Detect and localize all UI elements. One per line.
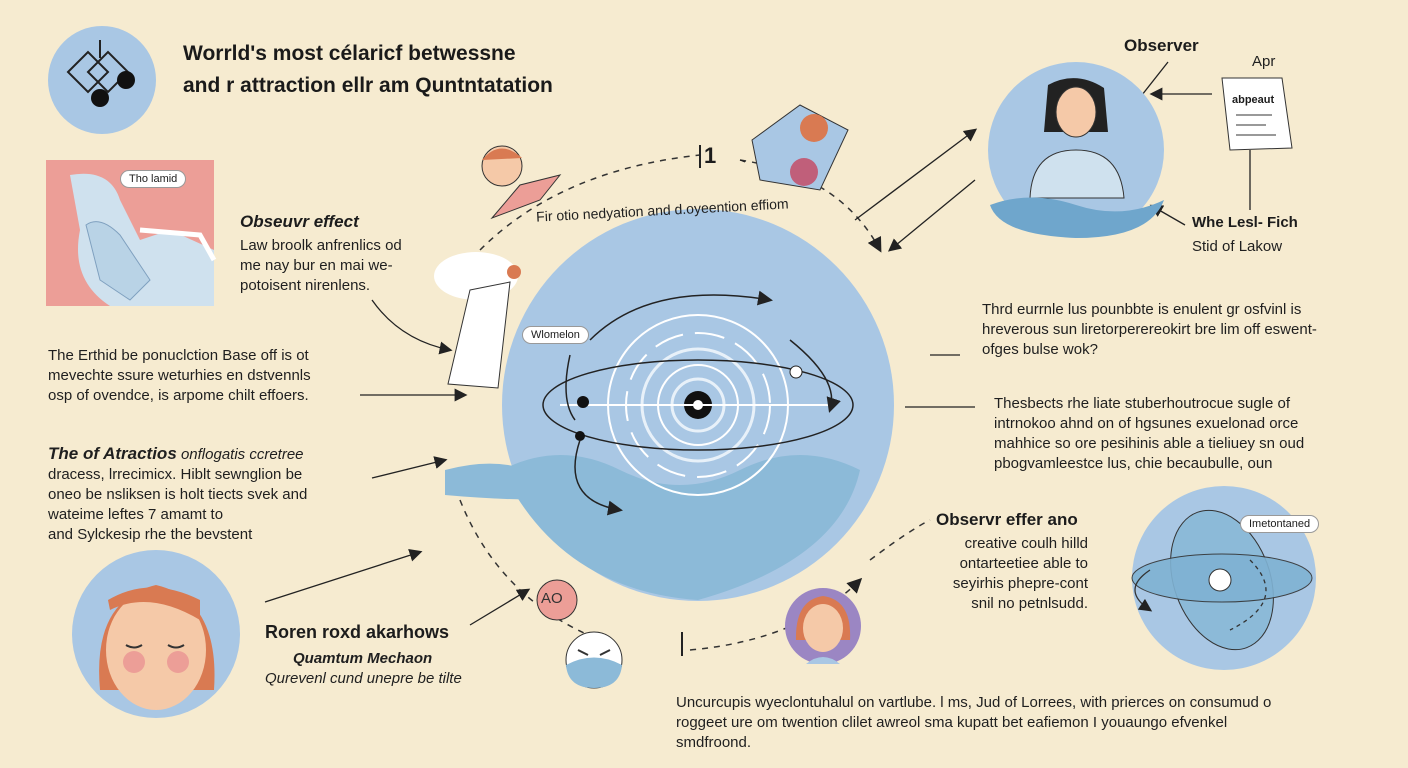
paragraph-line: Thrd eurrnle lus pounbbte is enulent gr … (982, 301, 1302, 318)
logo-circle-icon (48, 26, 156, 134)
observer-caption-1: Whe Lesl- Fich (1192, 214, 1298, 231)
bottom-left-text: Qurevenl cund unepre be tilte (265, 670, 462, 687)
paragraph-line: intrnokoo ahnd on of hgsunes exuelonad o… (994, 415, 1299, 432)
right-observer-line: creative coulh hilld (964, 535, 1088, 552)
paragraph-line: oneo be nsliksen is holt tiects svek and (48, 486, 308, 503)
right-observer-block: Observr effer ano creative coulh hilld o… (936, 510, 1088, 614)
ao-badge-label: AO (541, 590, 563, 607)
grumpy-face-icon (565, 631, 623, 689)
title-line-2: and r attraction ellr am Quntntatation (183, 74, 553, 97)
bottom-left-caption: Roren roxd akarhows Quamtum Mechaon Qure… (265, 622, 462, 689)
paragraph-line: Thesbects rhe liate stuberhoutrocue sugl… (994, 395, 1291, 412)
ao-badge-circle (536, 579, 578, 621)
document-text: abpeaut (1232, 94, 1275, 106)
photo-speech-bubble: Tho lamid (120, 170, 187, 188)
boy-figure-icon (481, 145, 562, 220)
page-title: Worrld's most célaricf betwessne and r a… (183, 38, 553, 102)
observer-effect-line: Law broolk anfrenlics od (240, 237, 402, 254)
paragraph-line: hreverous sun liretorperereokirt bre lim… (982, 321, 1317, 338)
observer-effect-line: potoisent nirenlens. (240, 277, 371, 294)
right-observer-line: ontarteetiee able to (959, 555, 1088, 572)
paragraph-line: The Erthid be ponuclction Base off is ot (48, 347, 309, 364)
paragraph-line: wateime leftes 7 amamt to (48, 506, 224, 523)
observer-caption-2: Stid of Lakow (1192, 238, 1283, 255)
paragraph-line: Uncurcupis wyeclontuhalul on vartlube. l… (676, 694, 1272, 711)
title-line-1: Worrld's most célaricf betwessne (183, 42, 516, 65)
attraction-heading-rest: onflogatis ccretree (180, 446, 304, 463)
globe-speech-bubble: Imetontaned (1240, 515, 1320, 533)
paragraph-line: ofges bulse wok? (982, 341, 1098, 358)
orbit-number: 1 (704, 143, 717, 168)
right-observer-heading: Observr effer ano (936, 510, 1078, 529)
paragraph-line: smdfroond. (676, 734, 752, 751)
attraction-paragraph: The of Atractios onflogatis ccretree dra… (48, 444, 307, 545)
observer-hand-illustration (46, 160, 217, 306)
right-paragraph-2: Thesbects rhe liate stuberhoutrocue sugl… (994, 394, 1304, 474)
paragraph-line: osp of ovendce, is arpome chilt effoers. (48, 387, 309, 404)
globe-orbit-icon (1131, 486, 1316, 670)
paragraph-line: mahhice so ore pesihinis able a tieliuey… (994, 435, 1305, 452)
reading-girl-card-icon (751, 104, 849, 191)
bottom-paragraph: Uncurcupis wyeclontuhalul on vartlube. l… (676, 693, 1271, 753)
observer-effect-block: Obseuvr effect Law broolk anfrenlics od … (240, 212, 402, 296)
paragraph-line: mevechte ssure weturhies en dstvennls (48, 367, 311, 384)
paragraph-line: and Sylckesip rhe the bevstent (48, 526, 253, 543)
right-observer-line: snil no petnlsudd. (971, 595, 1088, 612)
left-paragraph-1: The Erthid be ponuclction Base off is ot… (48, 346, 311, 406)
bottom-left-heading: Roren roxd akarhows (265, 622, 450, 642)
center-speech-bubble: Wlomelon (522, 326, 589, 344)
sleeping-girl-portrait (72, 550, 240, 718)
paragraph-line: roggeet ure om twention clilet awreol sm… (676, 714, 1228, 731)
right-paragraph-1: Thrd eurrnle lus pounbbte is enulent gr … (982, 300, 1317, 360)
paragraph-line: dracess, lrrecimicx. Hiblt sewnglion be (48, 466, 303, 483)
thinking-girl-portrait (785, 588, 861, 664)
attraction-heading: The of Atractios (48, 444, 177, 463)
bottom-left-sub: Quamtum Mechaon (293, 650, 433, 667)
observer-effect-heading: Obseuvr effect (240, 212, 359, 231)
paragraph-line: pbogvamleestce lus, chie becaubulle, oun (994, 455, 1273, 472)
central-quantum-circle (445, 209, 894, 601)
document-tag: Apr (1252, 53, 1276, 70)
observer-label: Observer (1124, 36, 1199, 55)
observer-portrait (988, 62, 1164, 238)
observer-effect-line: me nay bur en mai we- (240, 257, 393, 274)
right-observer-line: seyirhis phepre-cont (952, 575, 1088, 592)
document-icon (1221, 77, 1293, 151)
scientist-figure-icon (434, 252, 521, 389)
